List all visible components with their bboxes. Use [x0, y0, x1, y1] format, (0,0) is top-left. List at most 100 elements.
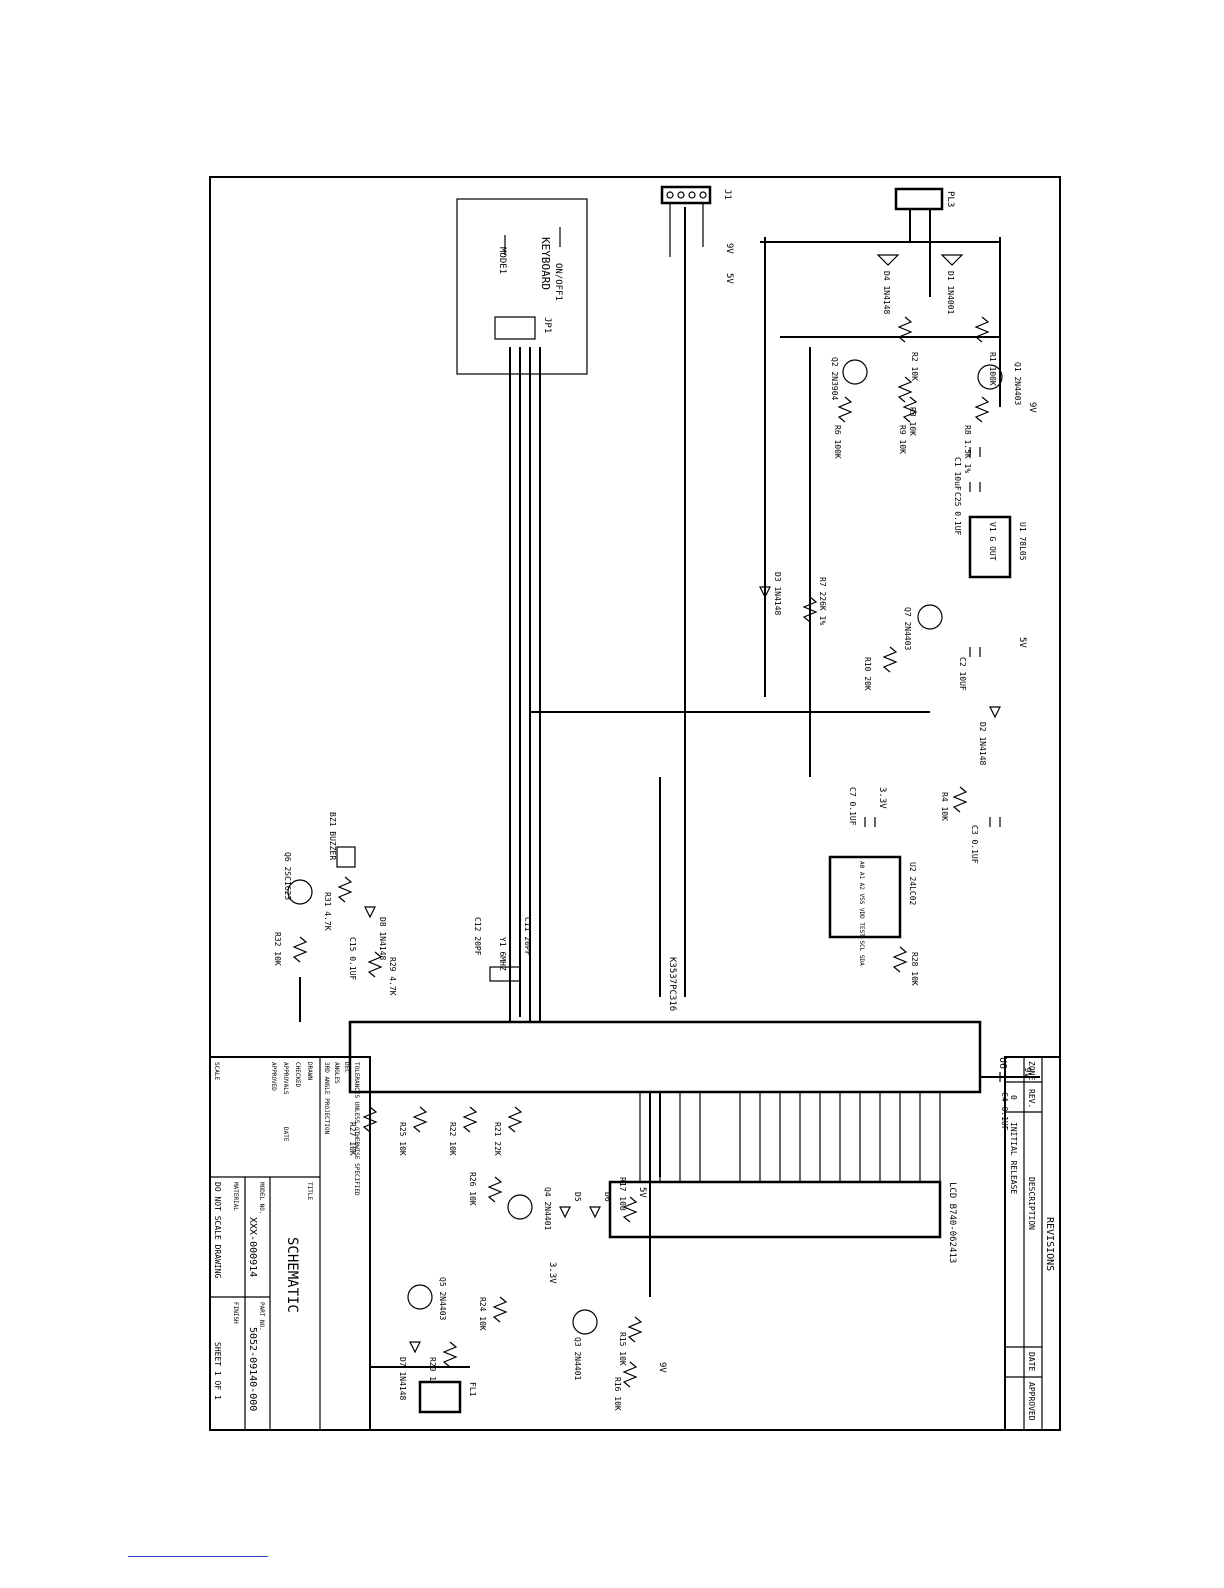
u2-label: U2 24LC02	[908, 862, 917, 906]
r7-label: R7 226K 1%	[818, 577, 827, 625]
d6-diode	[589, 1206, 601, 1219]
r1-resistor	[974, 316, 990, 343]
tb-model-label: MODEL NO.	[258, 1182, 265, 1215]
revisions-title: REVISIONS	[1044, 1217, 1055, 1271]
q7-transistor	[917, 604, 943, 630]
r6-label: R6 100K	[833, 425, 842, 459]
j1-5v: 5V	[724, 273, 734, 284]
d5-label: D5	[573, 1192, 582, 1202]
tb-note1: TOLERANCES UNLESS OTHERWISE SPECIFIED	[353, 1062, 360, 1196]
tb-finish: FINISH	[232, 1302, 239, 1324]
r9-label: R9 10K	[898, 425, 907, 454]
q2-transistor	[842, 359, 868, 385]
q1-transistor	[977, 364, 1003, 390]
jp1-connector	[494, 316, 536, 340]
revisions-block	[1004, 1056, 1061, 1431]
r22-label: R22 10K	[448, 1122, 457, 1156]
rev-approved: APPROVED	[1027, 1382, 1036, 1421]
title-block	[209, 1056, 371, 1431]
r15-label: R15 10K	[618, 1332, 627, 1366]
pl3-label: PL3	[945, 191, 955, 207]
tb-model: XXX-000914	[247, 1217, 258, 1277]
r24-label: R24 10K	[478, 1297, 487, 1331]
keyboard-label: KEYBOARD	[539, 237, 552, 290]
tb-material: MATERIAL	[232, 1182, 239, 1211]
tb-drawn: DRAWN	[306, 1062, 313, 1080]
r16-label: R16 10K	[613, 1377, 622, 1411]
q3-transistor	[572, 1309, 598, 1335]
d7-diode	[409, 1341, 421, 1354]
tb-date: DATE	[282, 1127, 289, 1142]
c15-label: C15 0.1UF	[348, 937, 357, 981]
u2-pins: A0 A1 A2 VSS VDD TEST SCL SDA	[858, 861, 865, 966]
d8-label: D8 1N4148	[378, 917, 387, 961]
r28-resistor	[892, 946, 908, 973]
r20-resistor	[442, 1341, 458, 1368]
buzzer	[336, 846, 356, 868]
tb-part: 5052-09140-000	[247, 1327, 258, 1411]
r16-resistor	[622, 1361, 638, 1388]
d1-diode	[940, 254, 964, 266]
q6-transistor	[287, 879, 313, 905]
c25-label: C25 0.1UF	[953, 492, 962, 536]
drawing-frame	[209, 176, 1061, 1431]
r4-label: R4 10K	[940, 792, 949, 821]
q4-transistor	[507, 1194, 533, 1220]
r31-resistor	[337, 876, 353, 903]
r17-5v: 5V	[637, 1187, 647, 1198]
r8-label: R8 1.5K 1%	[963, 425, 972, 473]
d5-diode	[559, 1206, 571, 1219]
c12-label: C12 20PF	[473, 917, 482, 956]
u1-pins: V1 G OUT	[988, 522, 997, 561]
r15-resistor	[627, 1316, 643, 1343]
r10-resistor	[882, 646, 898, 673]
r32-label: R32 10K	[273, 932, 282, 966]
d7-label: D7 1N4148	[398, 1357, 407, 1401]
fl1-label: FL1	[468, 1382, 477, 1397]
rev-date: DATE	[1027, 1352, 1036, 1371]
c7-label: C7 0.1UF	[848, 787, 857, 826]
r25-label: R25 10K	[398, 1122, 407, 1156]
d3-diode	[759, 586, 771, 599]
q5-transistor	[407, 1284, 433, 1310]
rev-description: DESCRIPTION	[1027, 1177, 1036, 1230]
r8-resistor	[974, 396, 990, 423]
rev-zone: ZONE	[1027, 1061, 1036, 1080]
j1-connector	[660, 185, 712, 205]
jp1-label: JP1	[542, 317, 552, 333]
r20-label: R20 10K	[428, 1357, 437, 1391]
tb-sheet: SHEET 1 OF 1	[213, 1342, 222, 1400]
c1-label: C1 10uF	[953, 457, 962, 491]
c11-label: C11 20PF	[523, 917, 532, 956]
tb-approvals: APPROVALS	[282, 1062, 289, 1095]
q5-label: Q5 2N4403	[438, 1277, 447, 1321]
r29-label: R29 4.7K	[388, 957, 397, 996]
footnote-rule	[128, 1556, 268, 1557]
rev-row-desc: INITIAL RELEASE	[1009, 1122, 1018, 1194]
q4-label: Q4 2N4401	[543, 1187, 552, 1231]
tb-approved: APPROVED	[270, 1062, 277, 1091]
tb-do-not-scale: DO NOT SCALE DRAWING	[213, 1182, 222, 1279]
u6-9v: 9V	[1022, 1067, 1032, 1078]
tb-note2: DEC	[343, 1062, 350, 1073]
r6-resistor	[837, 396, 853, 423]
r3-resistor	[897, 376, 913, 403]
u1-regulator	[968, 515, 1012, 579]
c2-5v: 5V	[1017, 637, 1027, 648]
c2-label: C2 10UF	[958, 657, 967, 691]
r31-label: R31 4.7K	[323, 892, 332, 931]
d1-label: D1 1N4001	[946, 271, 955, 315]
r21-label: R21 22K	[493, 1122, 502, 1156]
r3-label: R3 10K	[908, 407, 917, 436]
r17-resistor	[622, 1196, 638, 1223]
q2-label: Q2 2N3904	[830, 357, 839, 401]
q3-label: Q3 2N4401	[573, 1337, 582, 1381]
r21-resistor	[507, 1106, 523, 1133]
q1-label: Q1 2N4403	[1013, 362, 1022, 406]
q7-label: Q7 2N4403	[903, 607, 912, 651]
tb-third-angle: 3RD ANGLE PROJECTION	[323, 1062, 330, 1135]
rev-row-rev: 0	[1009, 1095, 1018, 1100]
r2-resistor	[897, 316, 913, 343]
